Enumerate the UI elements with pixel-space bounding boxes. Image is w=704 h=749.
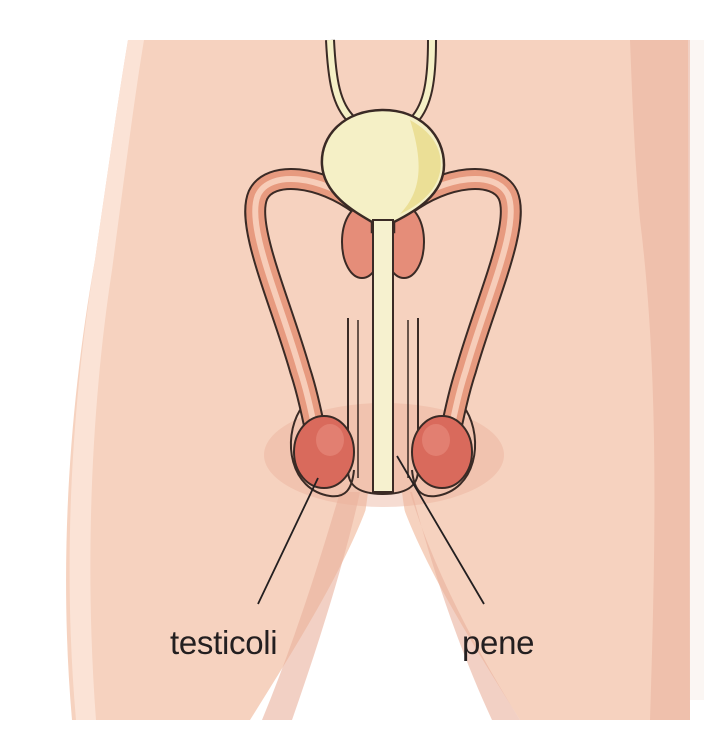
left-testis-highlight — [316, 424, 344, 456]
testicoli-label: testicoli — [170, 624, 277, 662]
urethra — [373, 220, 393, 492]
pene-label: pene — [462, 624, 534, 662]
right-testis-highlight — [422, 424, 450, 456]
